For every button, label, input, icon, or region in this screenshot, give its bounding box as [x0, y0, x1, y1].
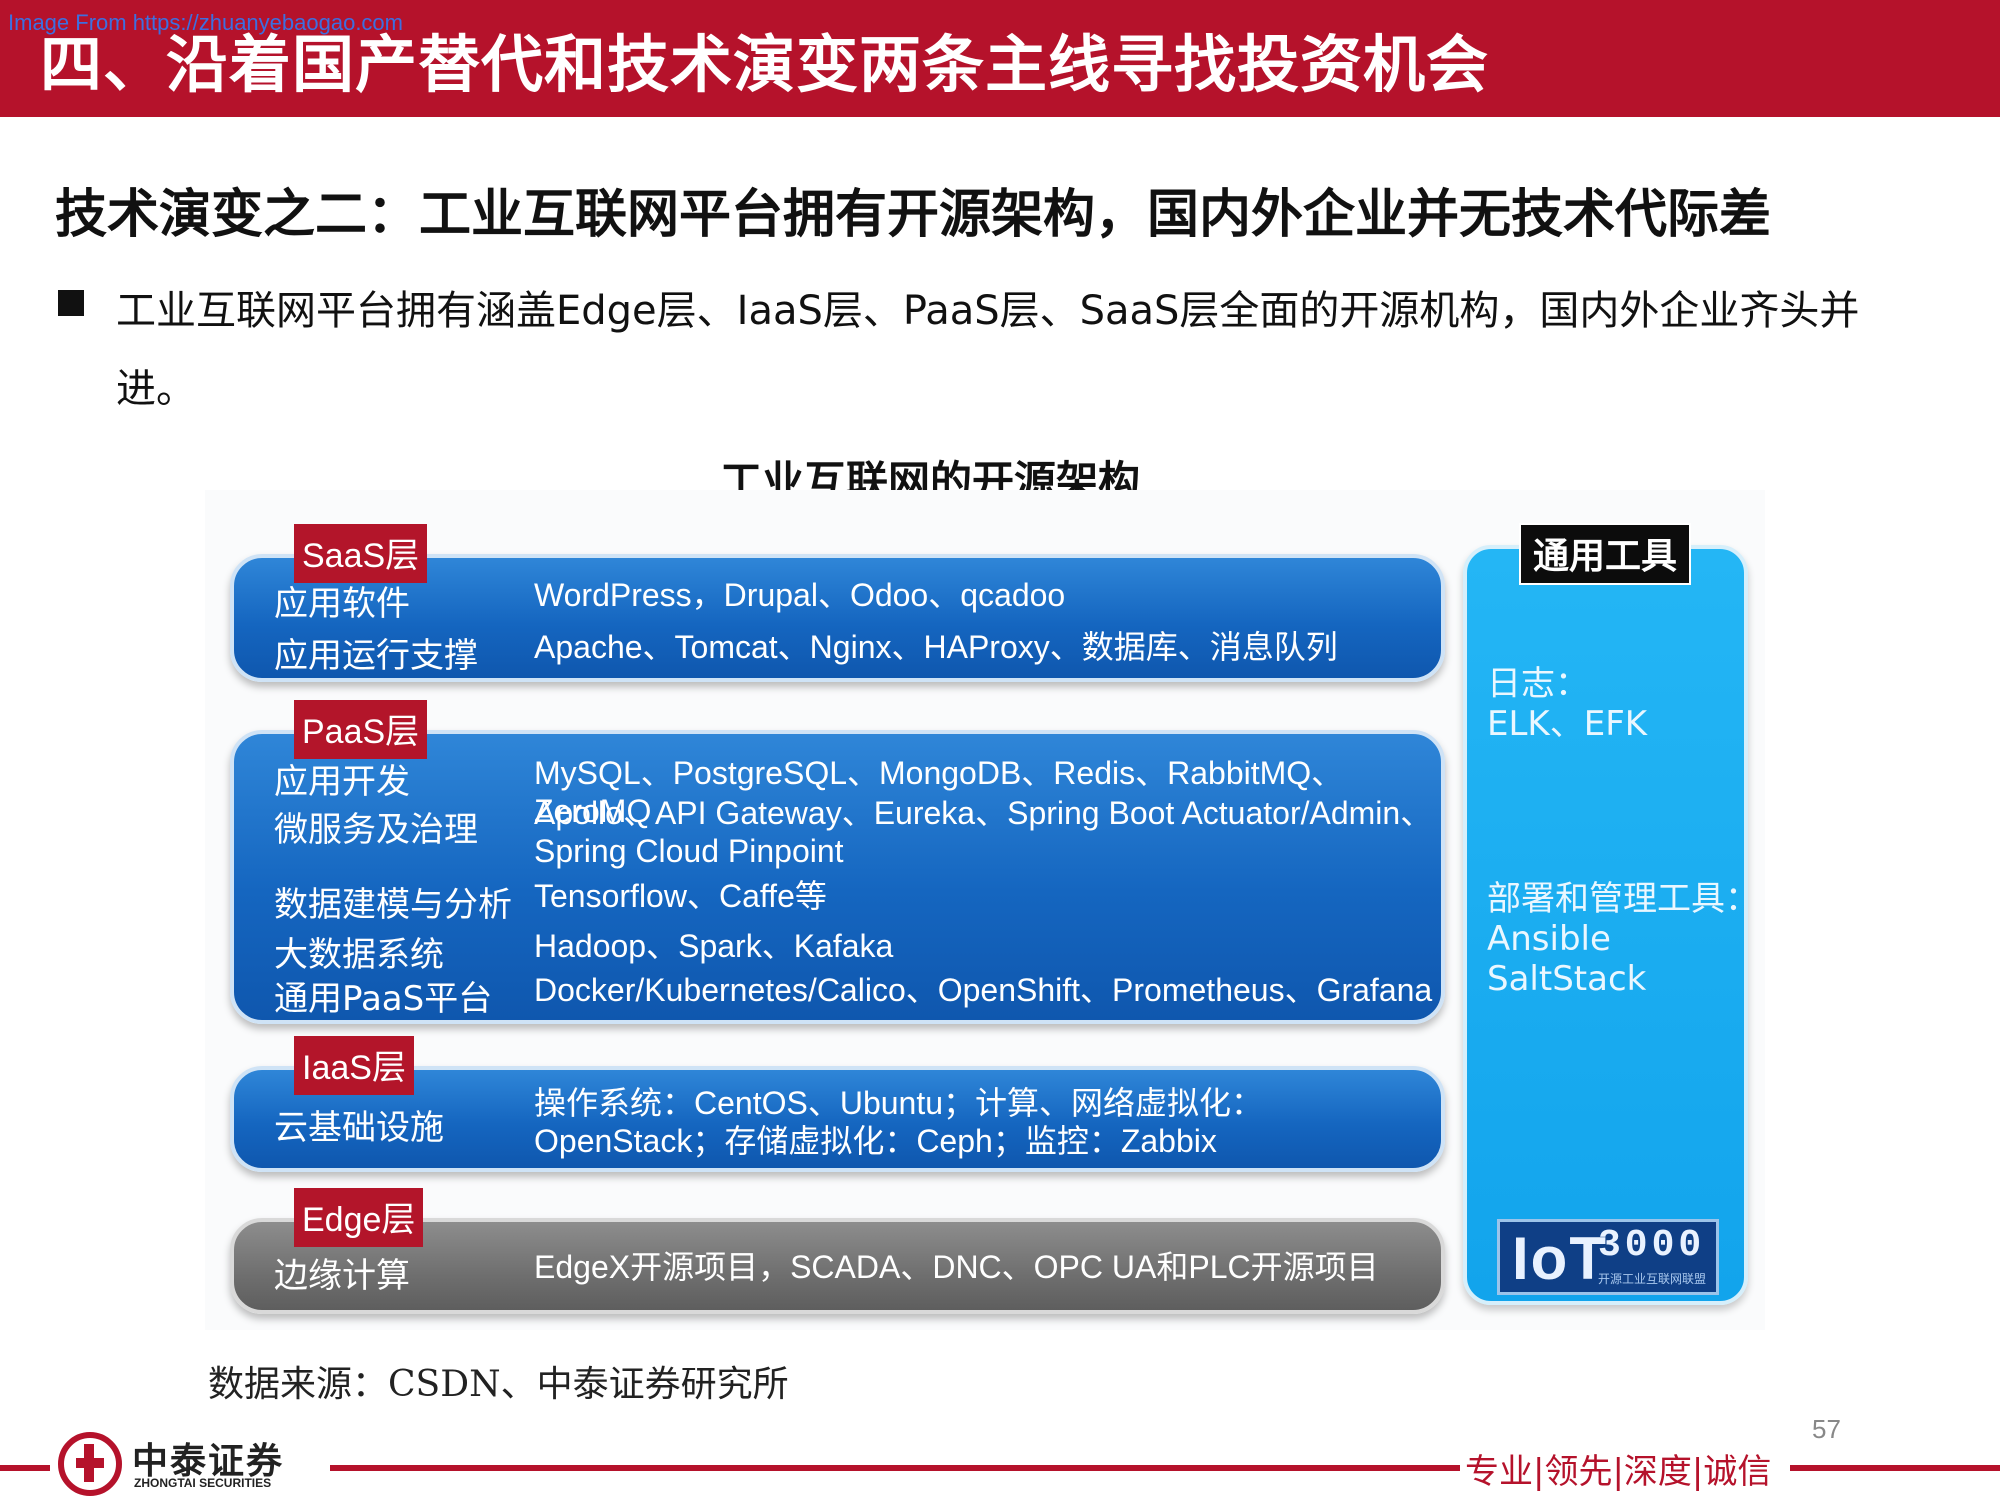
saas-layer-box: SaaS层 应用软件 WordPress，Drupal、Odoo、qcadoo … — [230, 524, 1445, 682]
saas-layer-tag: SaaS层 — [294, 524, 428, 583]
row-value: WordPress，Drupal、Odoo、qcadoo — [534, 577, 1066, 613]
general-tools-tag: 通用工具 — [1519, 523, 1692, 585]
bullet-square-icon — [58, 290, 84, 316]
footer-divider — [330, 1465, 1460, 1471]
paas-layer-box: PaaS层 应用开发 MySQL、PostgreSQL、MongoDB、Redi… — [230, 700, 1445, 1024]
iaas-layer-tag: IaaS层 — [294, 1036, 414, 1095]
deploy-label: 部署和管理工具： — [1487, 879, 1759, 919]
iot-logo-subtitle: 开源工业互联网联盟 — [1598, 1272, 1707, 1286]
data-source: 数据来源：CSDN、中泰证券研究所 — [208, 1364, 789, 1405]
row-value: Docker/Kubernetes/Calico、OpenShift、Prome… — [534, 972, 1433, 1008]
row-value: Apache、Tomcat、Nginx、HAProxy、数据库、消息队列 — [534, 629, 1338, 665]
row-value: EdgeX开源项目，SCADA、DNC、OPC UA和PLC开源项目 — [534, 1249, 1379, 1285]
page-number: 57 — [1812, 1414, 1841, 1444]
edge-layer-box: Edge层 边缘计算 EdgeX开源项目，SCADA、DNC、OPC UA和PL… — [230, 1188, 1445, 1314]
row-label: 数据建模与分析 — [274, 885, 512, 925]
section-subtitle: 技术演变之二：工业互联网平台拥有开源架构，国内外企业并无技术代际差 — [55, 185, 1772, 245]
iot3000-logo: IoT 3000 开源工业互联网联盟 — [1497, 1219, 1719, 1295]
general-tools-box: 通用工具 日志： ELK、EFK 部署和管理工具： Ansible SaltSt… — [1463, 523, 1759, 1305]
row-label: 应用软件 — [274, 584, 410, 624]
architecture-diagram: SaaS层 应用软件 WordPress，Drupal、Odoo、qcadoo … — [205, 490, 1765, 1330]
row-label: 应用运行支撑 — [274, 636, 478, 676]
log-label: 日志： — [1487, 664, 1589, 704]
zhongtai-logo-icon — [58, 1432, 122, 1496]
row-label: 微服务及治理 — [274, 810, 478, 850]
watermark: Image From https://zhuanyebaogao.com — [8, 10, 403, 35]
logo-name-en: ZHONGTAI SECURITIES — [134, 1476, 272, 1490]
row-label: 应用开发 — [274, 762, 410, 802]
footer-slogan: 专业|领先|深度|诚信 — [1465, 1452, 1772, 1492]
row-value: Hadoop、Spark、Kafaka — [534, 928, 894, 964]
iaas-layer-box: IaaS层 云基础设施 操作系统：CentOS、Ubuntu；计算、网络虚拟化：… — [230, 1036, 1445, 1172]
row-value: Tensorflow、Caffe等 — [534, 878, 827, 914]
row-label: 云基础设施 — [274, 1108, 444, 1148]
footer-divider-left — [0, 1465, 50, 1471]
row-label: 通用PaaS平台 — [274, 979, 493, 1019]
header-band: 四、沿着国产替代和技术演变两条主线寻找投资机会 — [0, 0, 2000, 117]
edge-layer-tag: Edge层 — [294, 1188, 424, 1247]
paas-layer-tag: PaaS层 — [294, 700, 428, 759]
deploy-value-ansible: Ansible — [1487, 919, 1611, 959]
row-value: 操作系统：CentOS、Ubuntu；计算、网络虚拟化：OpenStack；存储… — [534, 1085, 1264, 1159]
row-value: Apollo、API Gateway、Eureka、Spring Boot Ac… — [534, 795, 1433, 869]
deploy-value-saltstack: SaltStack — [1487, 959, 1647, 999]
iot-logo-number: 3000 — [1598, 1224, 1706, 1267]
logo-name-cn: 中泰证券 — [132, 1441, 285, 1482]
footer-divider-right — [1790, 1465, 2000, 1471]
row-label: 边缘计算 — [274, 1256, 410, 1296]
page-title: 四、沿着国产替代和技术演变两条主线寻找投资机会 — [40, 28, 1490, 101]
iot-logo-text: IoT — [1512, 1225, 1608, 1292]
row-value: MySQL、PostgreSQL、MongoDB、Redis、RabbitMQ、… — [534, 755, 1344, 829]
log-value: ELK、EFK — [1487, 704, 1648, 744]
bullet-text: 工业互联网平台拥有涵盖Edge层、IaaS层、PaaS层、SaaS层全面的开源机… — [116, 288, 1860, 412]
row-label: 大数据系统 — [274, 935, 444, 975]
